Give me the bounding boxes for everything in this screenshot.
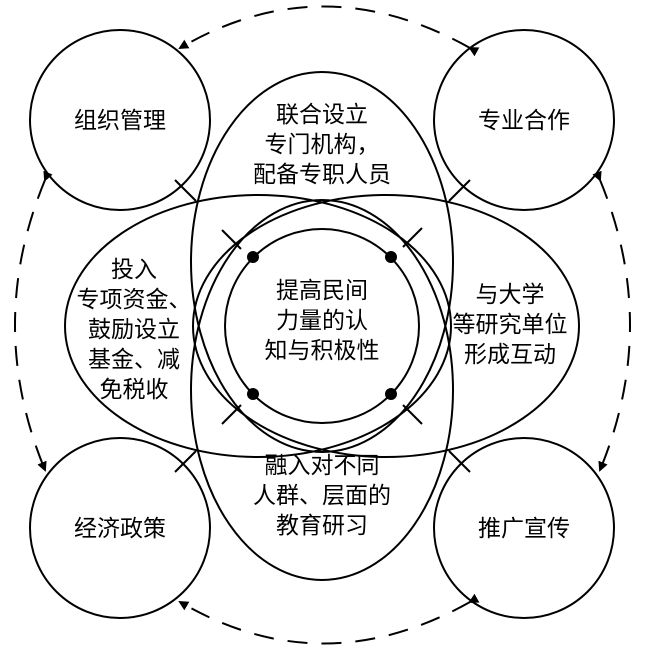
dot-bl [247,388,259,400]
circle-bottom-left [29,437,211,619]
center-line-3: 知与积极性 [265,338,380,364]
right-ellipse-line-2: 等研究单位 [453,312,568,338]
bottom-ellipse-line-1: 融入对不同 [265,453,380,479]
connector-br [448,450,471,473]
top-ellipse-line-1: 联合设立 [276,102,368,128]
outer-cycle [14,5,631,645]
top-ellipse [190,71,454,453]
connector-bl [174,450,197,473]
dot-tr [385,251,397,263]
left-ellipse-line-2: 专项资金、 [77,287,192,313]
top-ellipse-line-2: 专门机构， [265,132,380,158]
tick-tr [402,227,423,248]
right-ellipse-line-3: 形成互动 [464,342,556,368]
corner-top-right-label: 专业合作 [478,108,570,134]
tick-bl [221,404,242,425]
bottom-ellipse [190,199,454,581]
tick-tl [221,229,242,250]
bottom-ellipse-line-2: 人群、层面的 [253,483,391,509]
left-ellipse [64,194,452,458]
left-ellipse-line-4: 基金、减 [88,347,180,373]
center-circle [224,228,420,424]
ellipses [64,71,580,581]
left-ellipse-line-5: 免税收 [100,377,169,403]
circle-top-left [29,29,211,211]
connector-tr [448,179,471,202]
right-ellipse [192,194,580,458]
intersection-dots [247,251,397,400]
tick-br [402,404,423,425]
center-line-1: 提高民间 [276,278,368,304]
left-ellipse-line-1: 投入 [111,257,157,283]
top-ellipse-line-3: 配备专职人员 [253,162,391,188]
arrow-right [592,170,631,472]
connectors [174,179,471,473]
arrow-left [14,170,53,472]
bottom-ellipse-line-3: 教育研习 [276,513,368,539]
corner-circles [29,29,615,619]
arrow-top [178,5,480,57]
dot-tl [247,251,259,263]
connector-tl [174,179,197,202]
circle-bottom-right [433,437,615,619]
center-line-2: 力量的认 [276,308,368,334]
corner-bottom-right-label: 推广宣传 [478,516,570,542]
corner-top-left-label: 组织管理 [74,108,166,134]
right-ellipse-line-1: 与大学 [476,282,545,308]
dot-br [385,388,397,400]
corner-bottom-left-label: 经济政策 [74,516,166,542]
labels: 组织管理 专业合作 经济政策 推广宣传 联合设立 专门机构， 配备专职人员 提高… [74,102,570,542]
left-ellipse-line-3: 鼓励设立 [88,317,180,343]
circle-top-right [433,29,615,211]
arrow-bottom [178,593,480,645]
